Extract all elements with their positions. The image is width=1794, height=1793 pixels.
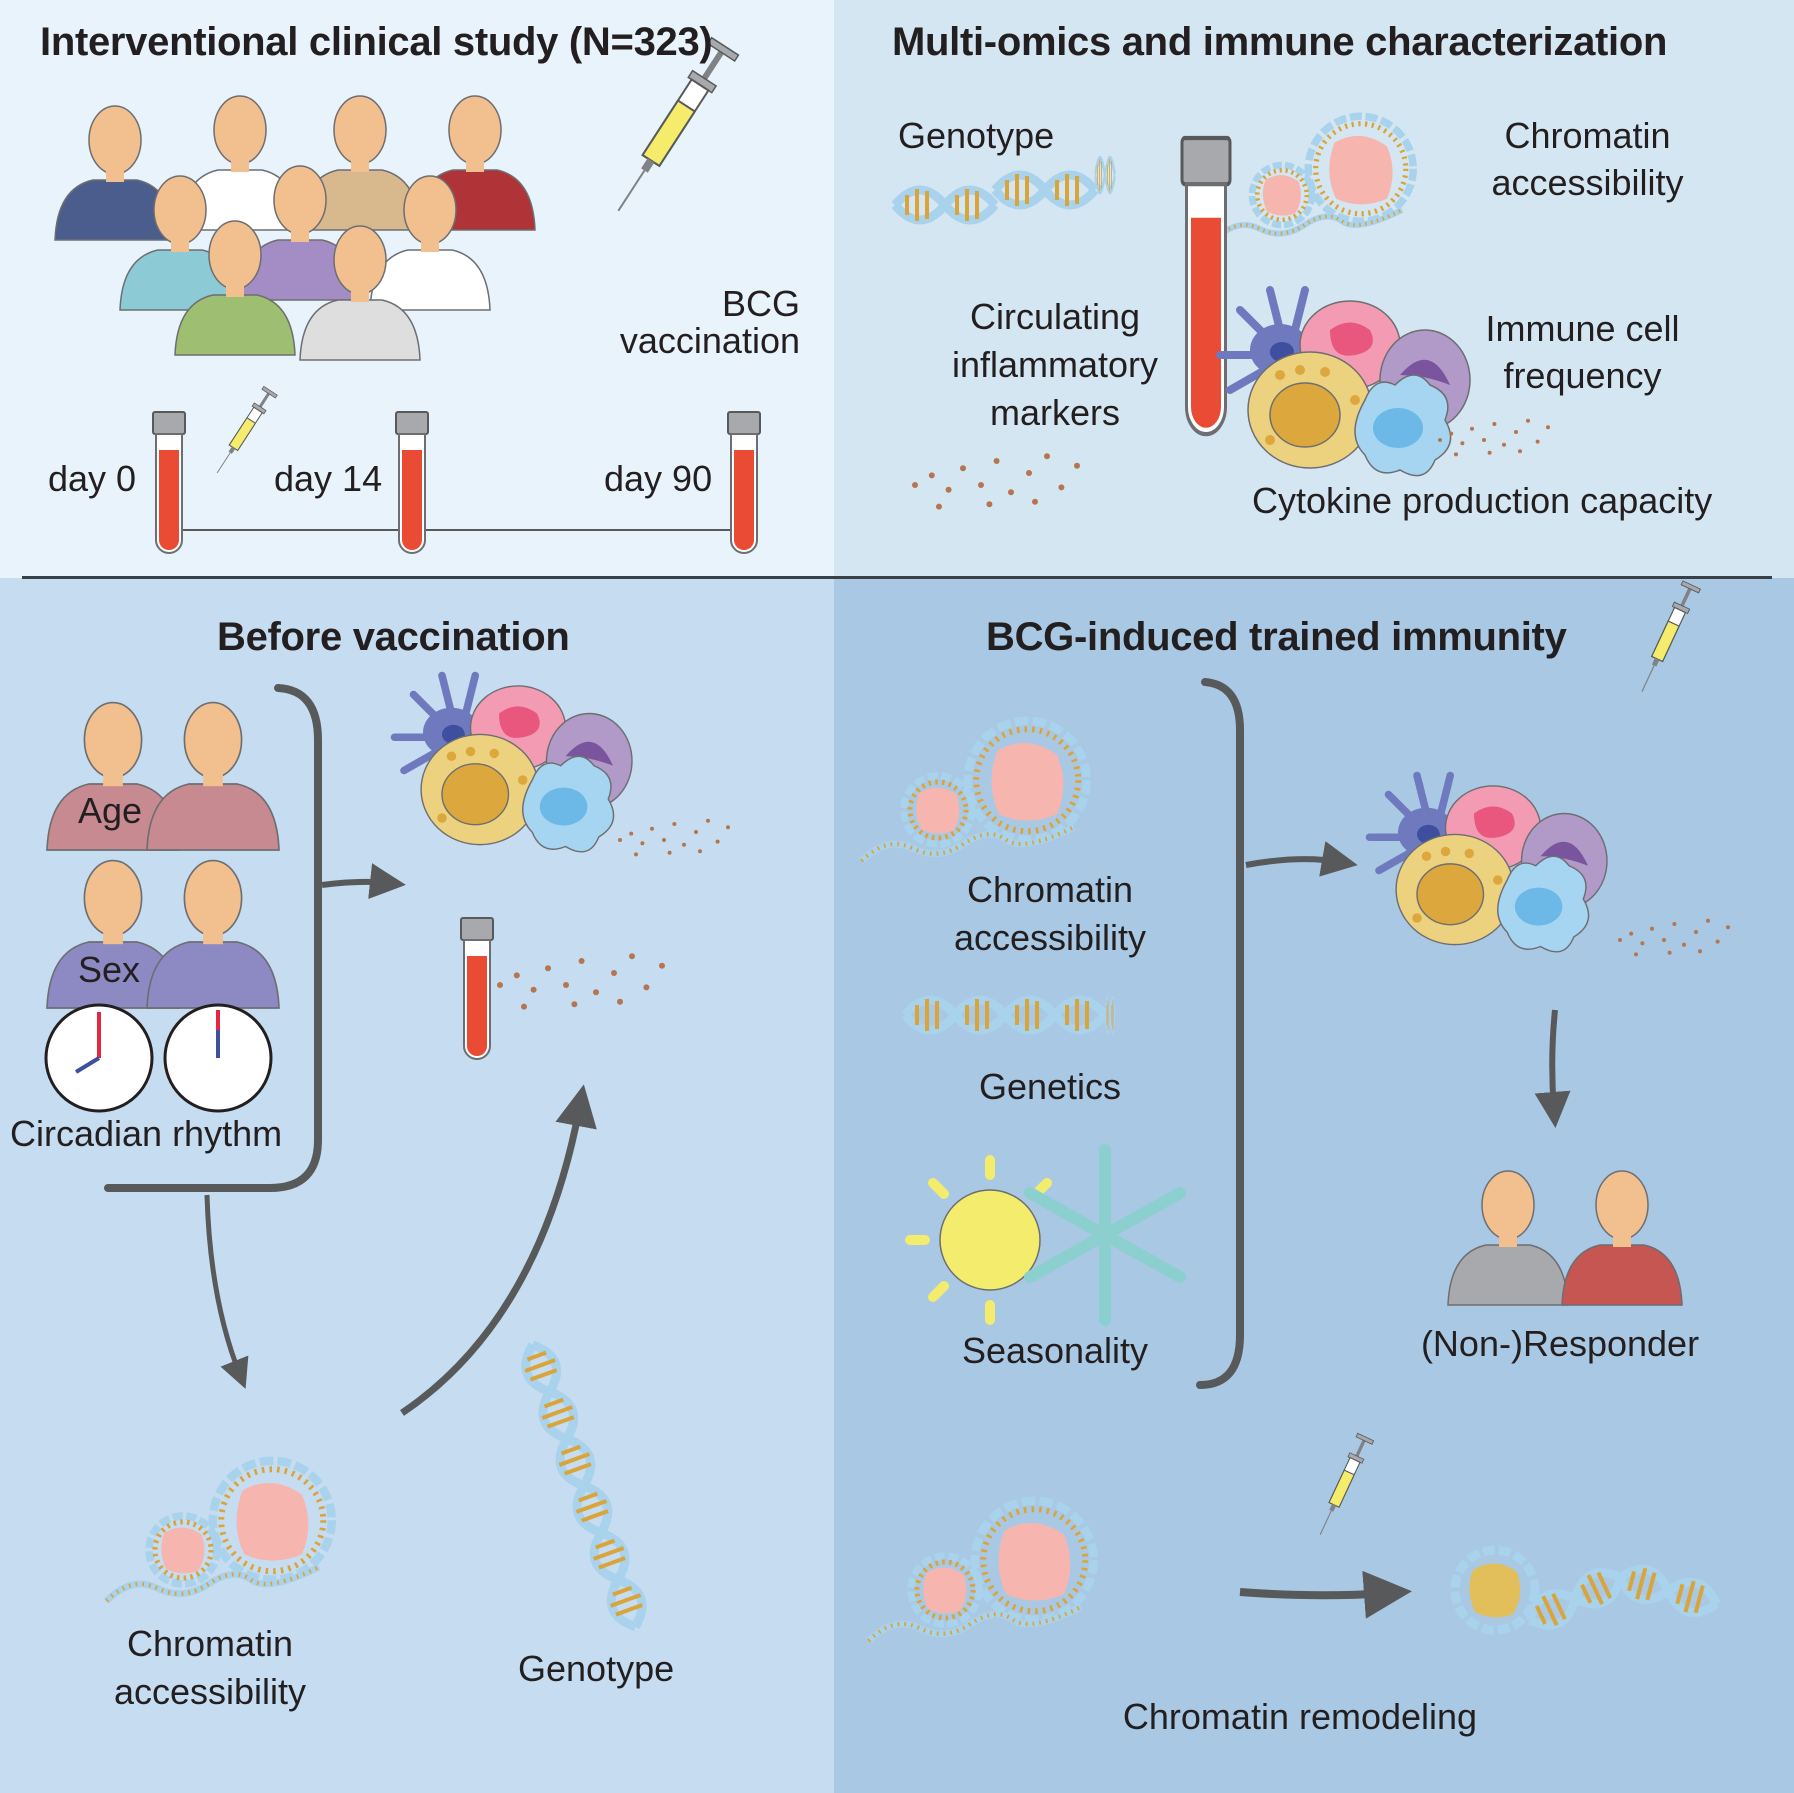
cytokine-dots-icon [618, 818, 730, 857]
blood-tube-icon [460, 917, 494, 1060]
responder-label: (Non-)Responder [1420, 1323, 1700, 1364]
blood-tube-day14-icon [395, 411, 429, 554]
timepoint-day0: day 0 [48, 458, 137, 499]
study-title: Interventional clinical study (N=323) [40, 20, 713, 64]
circulating-label: Circulating [969, 296, 1141, 337]
accessibility-label: accessibility [1491, 162, 1684, 203]
bcg-label: BCG [721, 283, 800, 324]
cytokine-label: Cytokine production capacity [1252, 480, 1713, 521]
markers-label: markers [989, 392, 1120, 433]
participants-crowd-icon [54, 95, 536, 361]
seasonality-label: Seasonality [961, 1330, 1149, 1371]
blood-tube-day0-icon [152, 411, 186, 554]
timepoint-day90: day 90 [604, 458, 713, 499]
chromatin-before-icon [869, 1501, 1094, 1641]
remodeling-label: Chromatin remodeling [1122, 1696, 1478, 1737]
accessibility-label: accessibility [113, 1671, 307, 1712]
chromatin-label: Chromatin [966, 869, 1134, 910]
accessibility-label: accessibility [953, 917, 1147, 958]
factors-bracket [1196, 678, 1244, 1389]
trained-title: BCG-induced trained immunity [986, 615, 1567, 659]
factors-bracket [104, 684, 322, 1192]
sun-icon [905, 1155, 1052, 1325]
sex-label: Sex [78, 949, 141, 990]
small-syringe-icon [208, 384, 279, 479]
vaccination-label: vaccination [619, 320, 800, 361]
cytokine-dots-icon [1618, 918, 1730, 957]
snowflake-icon [1024, 1144, 1186, 1326]
circadian-label: Circadian rhythm [10, 1113, 283, 1154]
timepoint-day14: day 14 [274, 458, 383, 499]
chromatin-accessibility-icon [862, 721, 1087, 861]
chromatin-remodeled-icon [1450, 1545, 1721, 1635]
syringe-icon [1631, 579, 1703, 698]
arrow-to-responders [1534, 1009, 1571, 1128]
genetics-dna-icon [905, 999, 1115, 1031]
age-label: Age [78, 790, 143, 831]
immune-cells-icon [1220, 290, 1470, 476]
arrow-to-cells [321, 863, 406, 899]
markers-dots-icon [497, 953, 665, 1010]
genotype-label: Genotype [898, 115, 1055, 156]
blood-tube-day90-icon [727, 411, 761, 554]
clock-icon [163, 1003, 273, 1113]
syringe-icon [1310, 1431, 1376, 1541]
before-title: Before vaccination [217, 615, 570, 659]
cytokine-dots-left-icon [912, 453, 1080, 510]
horizontal-divider [22, 576, 1772, 579]
immune-cells-icon [1370, 776, 1608, 952]
immune-cell-label: Immune cell [1485, 308, 1680, 349]
cytokine-dots-right-icon [1438, 418, 1550, 457]
genotype-dna-icon [895, 159, 1115, 221]
immune-cells-icon [395, 676, 633, 852]
omics-title: Multi-omics and immune characterization [892, 20, 1668, 64]
responder-people-icon [1447, 1170, 1683, 1306]
inflammatory-label: inflammatory [951, 344, 1159, 385]
chromatin-accessibility-icon [1215, 116, 1414, 240]
clock-icon [44, 1003, 154, 1113]
arrow-chromatin-to-blood [400, 1084, 597, 1416]
chromatin-label: Chromatin [126, 1623, 294, 1664]
multi-omics-panel [834, 0, 1794, 578]
genetics-label: Genetics [978, 1066, 1122, 1107]
genotype-label: Genotype [518, 1648, 675, 1689]
genotype-dna-icon [518, 1339, 651, 1632]
chromatin-accessibility-icon [107, 1461, 332, 1601]
blood-tube-large-icon [1182, 138, 1230, 434]
chromatin-label: Chromatin [1504, 115, 1671, 156]
arrow-to-cells [1245, 841, 1358, 877]
frequency-label: frequency [1503, 355, 1662, 396]
arrow-to-chromatin [204, 1194, 249, 1389]
remodeling-arrow [1239, 1570, 1412, 1619]
